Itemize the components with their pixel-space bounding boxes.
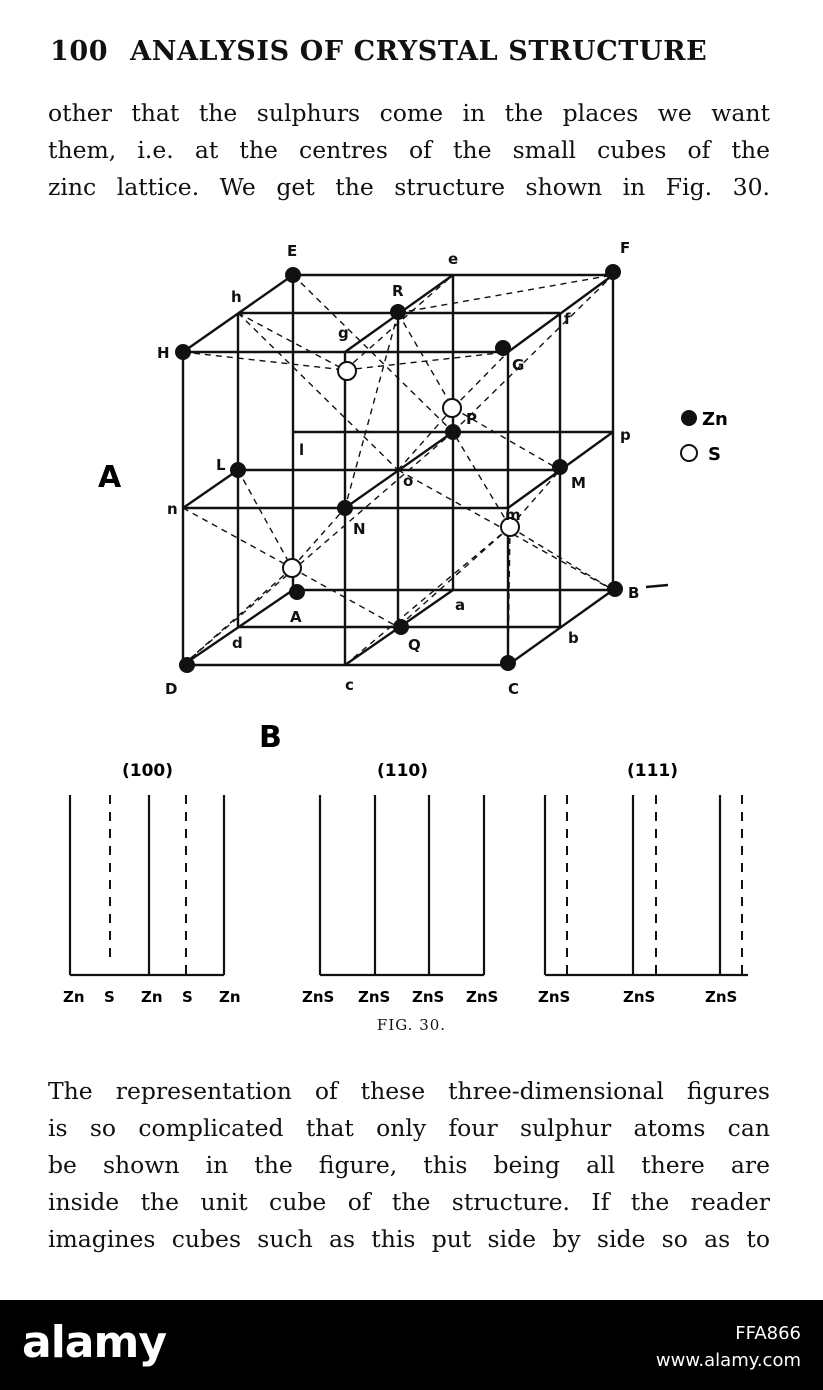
label-b: b [568, 629, 579, 647]
label-R: R [392, 282, 404, 300]
label-h: h [231, 288, 242, 306]
label-G: G [512, 356, 524, 374]
panel-b-label: B [259, 720, 282, 755]
pointer-mark [645, 583, 669, 589]
running-header: 100 ANALYSIS OF CRYSTAL STRUCTURE [50, 36, 770, 67]
plane-100-label-zn: Zn [141, 988, 163, 1006]
alamy-logo: alamy [22, 1317, 167, 1368]
label-l: l [299, 441, 304, 459]
legend: Zn S [680, 409, 728, 465]
plane-110: (110) ZnS ZnS ZnS ZnS [302, 761, 498, 1006]
label-m: m [505, 506, 521, 524]
label-e: e [448, 250, 458, 268]
plane-100-label-zn: Zn [219, 988, 241, 1006]
plane-111-label-zns: ZnS [705, 988, 737, 1006]
plane-100-label-s: S [182, 988, 193, 1006]
legend-s-label: S [708, 444, 721, 465]
label-o: o [403, 472, 413, 490]
plane-111-title: (111) [627, 761, 678, 781]
label-P: P [466, 410, 477, 428]
label-d: d [232, 634, 243, 652]
label-p: p [620, 426, 631, 444]
plane-110-title: (110) [377, 761, 428, 781]
text-line: is so complicated that only four sulphur… [48, 1114, 770, 1142]
vertex-labels: E e F h R f g H G P p L l o M n N m A a … [157, 239, 639, 698]
plane-111-label-zns: ZnS [623, 988, 655, 1006]
label-M: M [571, 474, 586, 492]
figure-caption: FIG. 30. [376, 1016, 447, 1034]
text-line: be shown in the figure, this being all t… [48, 1151, 770, 1179]
plane-100-label-zn: Zn [63, 988, 85, 1006]
text-line: The representation of these three-dimens… [48, 1077, 770, 1105]
label-Q: Q [408, 636, 421, 654]
legend-zn-label: Zn [702, 409, 728, 430]
label-c: c [345, 676, 354, 694]
label-n: n [167, 500, 178, 518]
legend-s-marker [680, 444, 698, 462]
plane-110-label-zns: ZnS [466, 988, 498, 1006]
plane-100-label-s: S [104, 988, 115, 1006]
book-page: 100 ANALYSIS OF CRYSTAL STRUCTURE other t… [48, 36, 770, 1258]
paragraph-bottom: The representation of these three-dimens… [48, 1073, 770, 1258]
page-number: 100 [50, 36, 109, 67]
watermark-banner [0, 1300, 823, 1390]
text-line: them, i.e. at the centres of the small c… [48, 136, 770, 164]
label-g: g [338, 324, 349, 342]
text-line: inside the unit cube of the structure. I… [48, 1188, 770, 1216]
label-f: f [564, 310, 571, 328]
plane-100: (100) Zn S Zn S Zn [63, 761, 241, 1006]
label-N: N [353, 520, 366, 538]
paragraph-top: other that the sulphurs come in the plac… [48, 95, 770, 206]
cube-dashed-lines [182, 274, 614, 666]
zinc-atoms [175, 264, 623, 673]
plane-110-label-zns: ZnS [358, 988, 390, 1006]
running-title: ANALYSIS OF CRYSTAL STRUCTURE [130, 36, 708, 67]
plane-100-title: (100) [122, 761, 173, 781]
label-C: C [508, 680, 519, 698]
label-A: A [290, 608, 302, 626]
label-D: D [165, 680, 177, 698]
label-B: B [628, 584, 639, 602]
label-L: L [216, 456, 226, 474]
label-H: H [157, 344, 170, 362]
plane-110-label-zns: ZnS [412, 988, 444, 1006]
plane-111: (111) ZnS ZnS ZnS [538, 761, 748, 1006]
sulphur-atoms [282, 361, 520, 578]
plane-110-label-zns: ZnS [302, 988, 334, 1006]
label-F: F [620, 239, 630, 257]
text-line: other that the sulphurs come in the plac… [48, 99, 770, 127]
label-E: E [287, 242, 297, 260]
legend-zn-marker [681, 410, 697, 426]
text-line: zinc lattice. We get the structure shown… [48, 173, 770, 201]
image-id: FFA866 [735, 1323, 801, 1344]
plane-111-label-zns: ZnS [538, 988, 570, 1006]
site-url: www.alamy.com [655, 1350, 801, 1371]
label-a: a [455, 596, 465, 614]
panel-a-label: A [98, 460, 122, 495]
zinc-blende-figure: A [63, 239, 748, 1006]
text-line: imagines cubes such as this put side by … [48, 1225, 770, 1253]
